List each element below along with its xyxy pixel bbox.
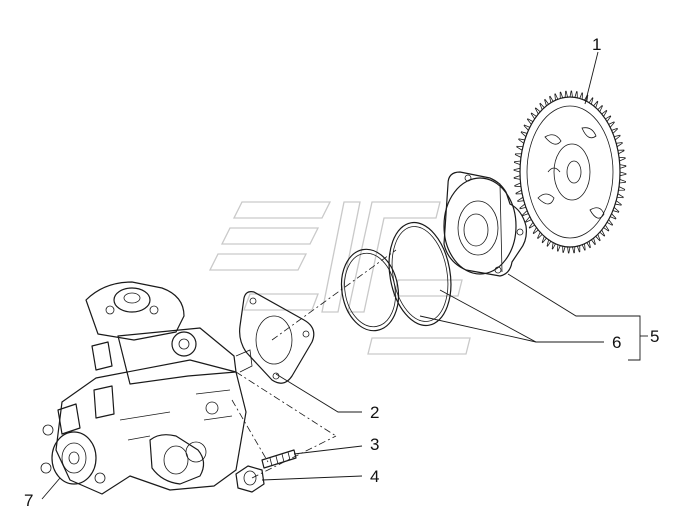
gear-tooth: [579, 92, 583, 100]
callout-4: 4: [370, 467, 379, 486]
callout-5: 5: [650, 327, 659, 346]
gear: [513, 90, 627, 254]
gear-tooth: [591, 238, 596, 246]
gear-tooth: [541, 236, 547, 244]
gear-tooth: [588, 97, 594, 105]
hub-flange: [443, 171, 527, 277]
gear-tooth: [603, 224, 610, 232]
gear-tooth: [576, 245, 581, 253]
gear-tooth: [523, 124, 530, 131]
gear-tooth: [514, 182, 521, 188]
callout-7: 7: [24, 491, 33, 510]
gear-tooth: [608, 121, 615, 128]
gear-tooth: [599, 229, 606, 237]
gear-tooth: [611, 127, 618, 134]
gear-tooth: [569, 90, 573, 98]
gear-tooth: [534, 107, 541, 115]
gear-tooth: [606, 219, 614, 226]
gear-tooth: [528, 222, 535, 229]
callout-3: 3: [370, 435, 379, 454]
gear-tooth: [597, 105, 603, 112]
gear-tooth: [567, 246, 571, 254]
gear-tooth: [522, 210, 529, 217]
gear-tooth: [617, 193, 624, 199]
gear-tooth: [530, 112, 537, 120]
gear-tooth: [617, 149, 625, 155]
o-ring-large: [388, 221, 452, 327]
gear-tooth: [616, 142, 623, 148]
injection-pump: [40, 281, 253, 495]
gear-tooth: [586, 241, 591, 249]
gear-tooth: [518, 138, 525, 144]
gear-tooth: [551, 242, 556, 250]
gear-tooth: [593, 100, 599, 108]
callout-2: 2: [370, 403, 379, 422]
gear-tooth: [544, 98, 549, 106]
gear-tooth: [615, 200, 622, 206]
gear-tooth: [557, 244, 561, 252]
gear-tooth: [619, 164, 627, 169]
gear-tooth: [595, 234, 601, 242]
o-ring-small: [340, 248, 400, 332]
watermark-logo: [208, 201, 471, 355]
gear-tooth: [581, 243, 586, 251]
callout-6: 6: [612, 333, 621, 352]
gear-tooth: [525, 216, 532, 223]
gear-tooth: [513, 167, 521, 173]
gear-tooth: [605, 115, 612, 122]
gear-tooth: [526, 118, 534, 125]
gear-tooth: [574, 91, 578, 98]
gear-tooth: [549, 95, 554, 103]
callout-1: 1: [592, 35, 601, 54]
gear-tooth: [618, 186, 626, 191]
gear-tooth: [564, 90, 568, 98]
alignment-lines: [231, 249, 397, 479]
gear-tooth: [614, 134, 621, 141]
gear-tooth: [612, 207, 620, 213]
gear-tooth: [619, 171, 627, 177]
gear-tooth: [572, 246, 576, 254]
gear-tooth: [519, 203, 526, 210]
gear-tooth: [513, 175, 521, 180]
gear-tooth: [516, 145, 523, 151]
gear-tooth: [610, 213, 617, 220]
gear-tooth: [601, 109, 608, 117]
gear-tooth: [517, 196, 524, 202]
gear-tooth: [562, 246, 566, 253]
callout-labels: 1 2 3 4 5 6 7: [24, 35, 659, 510]
gear-tooth: [539, 102, 545, 110]
gear-tooth: [514, 153, 522, 158]
stud-bolt: [261, 449, 297, 469]
gear-tooth: [559, 91, 564, 99]
gear-tooth: [532, 227, 539, 235]
gear-tooth: [619, 178, 627, 184]
nut: [235, 465, 265, 493]
gear-tooth: [619, 156, 626, 162]
gear-tooth: [515, 189, 523, 195]
gear-tooth: [546, 239, 552, 247]
gasket: [239, 291, 315, 384]
gear-tooth: [554, 93, 559, 101]
gear-tooth: [537, 232, 543, 239]
gear-tooth: [513, 160, 521, 166]
gear-tooth: [520, 131, 528, 137]
gear-teeth: [513, 90, 627, 254]
leader-lines: [41, 51, 648, 500]
